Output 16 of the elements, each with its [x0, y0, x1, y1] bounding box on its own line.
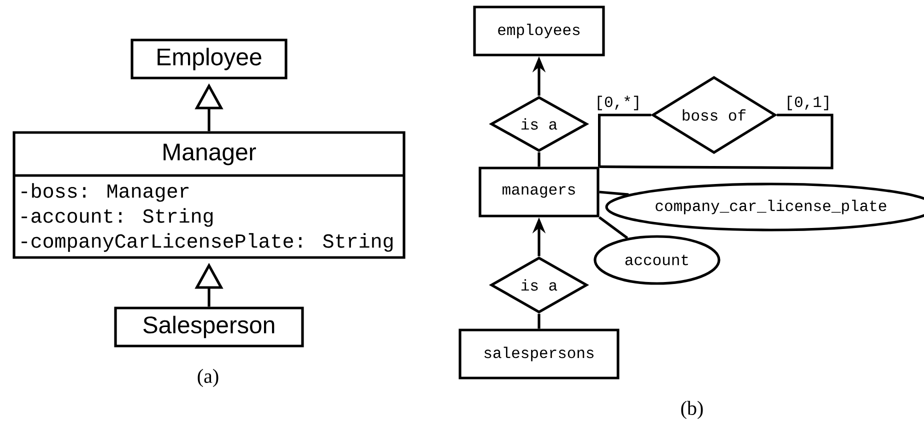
- connector-line: [599, 190, 629, 196]
- connector-line: [598, 216, 628, 240]
- connector-line: [538, 152, 540, 167]
- entity-box: salespersons: [458, 328, 620, 380]
- connector-line: [599, 114, 834, 170]
- caption: (b): [681, 400, 703, 420]
- connector-line: [598, 114, 652, 167]
- cardinality-label: [0,*]: [594, 94, 642, 112]
- class-box: Manager -boss: Manager -account: String -companyCarLicensePlate: String: [12, 131, 406, 259]
- caption: (a): [198, 368, 218, 388]
- entity-box: Salesperson: [114, 306, 304, 348]
- connector-line: [538, 314, 540, 329]
- entity-box: employees: [473, 6, 605, 56]
- cardinality-label: [0,1]: [784, 94, 832, 112]
- entity-box: Employee: [130, 38, 288, 80]
- entity-box: managers: [478, 166, 600, 218]
